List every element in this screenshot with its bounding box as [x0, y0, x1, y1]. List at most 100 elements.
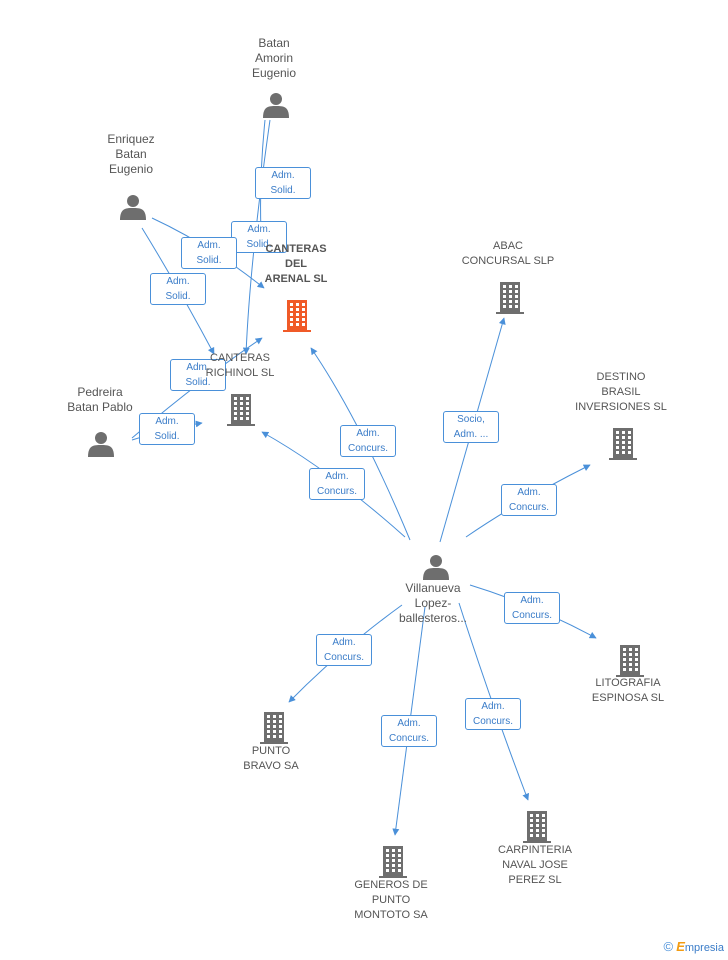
- node-label-line: ABAC: [493, 240, 523, 252]
- edge-label-line: Adm.: [325, 471, 349, 482]
- empresia-logo-text: mpresia: [684, 942, 724, 954]
- edge-label-line: Adm. ...: [453, 429, 489, 440]
- edge-label-enriquez_batan-to-canteras_arenal[interactable]: Adm. Solid.: [181, 237, 237, 269]
- edge-label-line: Concurs.: [508, 502, 549, 513]
- building-icon-canteras_richinol[interactable]: [227, 394, 255, 426]
- edge-label-villanueva-to-punto_bravo[interactable]: Adm. Concurs.: [316, 634, 372, 666]
- edge-label-line: Adm.: [356, 428, 380, 439]
- edge-label-line: Concurs.: [472, 716, 513, 727]
- node-label-line: Batan Pablo: [67, 400, 133, 414]
- building-icon-abac[interactable]: [496, 282, 524, 314]
- copyright-icon: ©: [663, 939, 674, 954]
- edge-label-pedreira_batan-to-canteras_arenal[interactable]: Adm. Solid.: [170, 359, 226, 391]
- node-label-line: GENEROS DE: [354, 879, 428, 891]
- node-label-line: PEREZ SL: [508, 874, 562, 886]
- node-label-line: Enriquez: [107, 132, 155, 146]
- edge-label-line: Solid.: [165, 291, 191, 302]
- node-label-litografia[interactable]: LITOGRAFIA ESPINOSA SL: [578, 676, 678, 706]
- edge-label-line: Adm.: [397, 718, 421, 729]
- node-label-line: BRAVO SA: [243, 760, 299, 772]
- edge-label-line: Adm.: [186, 362, 210, 373]
- edge-label-line: Adm.: [197, 240, 221, 251]
- edge-label-batan_amorin-to-canteras_arenal[interactable]: Adm. Solid.: [255, 167, 311, 199]
- building-icon-canteras_arenal[interactable]: [283, 300, 311, 332]
- person-icon-batan_amorin[interactable]: [263, 93, 289, 118]
- node-label-line: Pedreira: [77, 385, 123, 399]
- node-label-line: CARPINTERIA: [498, 844, 572, 856]
- building-icon-destino[interactable]: [609, 428, 637, 460]
- node-label-destino[interactable]: DESTINO BRASIL INVERSIONES SL: [571, 370, 671, 415]
- node-label-line: Eugenio: [108, 162, 154, 176]
- node-label-line: Villanueva: [405, 581, 461, 595]
- node-label-carpinteria[interactable]: CARPINTERIA NAVAL JOSE PEREZ SL: [485, 843, 585, 888]
- node-label-line: Eugenio: [251, 66, 297, 80]
- node-label-line: CONCURSAL SLP: [461, 255, 555, 267]
- building-icon-litografia[interactable]: [616, 645, 644, 677]
- person-icon-enriquez_batan[interactable]: [120, 195, 146, 220]
- edge-label-line: Solid.: [185, 377, 211, 388]
- node-label-line: Lopez-: [414, 596, 452, 610]
- edge-label-line: Adm.: [166, 276, 190, 287]
- edge-label-line: Adm.: [332, 637, 356, 648]
- edge-label-line: Socio,: [457, 414, 485, 425]
- node-label-line: Amorin: [254, 51, 293, 65]
- building-icon-punto_bravo[interactable]: [260, 712, 288, 744]
- edge-label-villanueva-to-canteras_richinol[interactable]: Adm. Concurs.: [309, 468, 365, 500]
- node-label-line: PUNTO: [371, 894, 411, 906]
- person-icon-villanueva[interactable]: [423, 555, 449, 580]
- edge-label-line: Adm.: [517, 487, 541, 498]
- node-label-canteras_arenal[interactable]: CANTERAS DEL ARENAL SL: [251, 242, 341, 287]
- node-label-line: ballesteros...: [398, 611, 468, 625]
- node-label-line: Batan: [115, 147, 147, 161]
- edge-label-villanueva-to-carpinteria[interactable]: Adm. Concurs.: [465, 698, 521, 730]
- edge-label-line: Concurs.: [388, 733, 429, 744]
- node-label-line: CANTERAS: [210, 352, 270, 364]
- node-label-punto_bravo[interactable]: PUNTO BRAVO SA: [226, 744, 316, 774]
- edge-label-villanueva-to-canteras_arenal[interactable]: Adm. Concurs.: [340, 425, 396, 457]
- node-label-line: MONTOTO SA: [354, 909, 428, 921]
- edge-label-enriquez_batan-to-canteras_richinol[interactable]: Adm. Solid.: [150, 273, 206, 305]
- node-label-line: BRASIL: [601, 386, 641, 398]
- node-label-line: NAVAL JOSE: [502, 859, 568, 871]
- node-label-canteras_richinol[interactable]: CANTERAS RICHINOL SL: [185, 351, 295, 381]
- node-label-generos[interactable]: GENEROS DE PUNTO MONTOTO SA: [341, 878, 441, 923]
- node-label-line: Batan: [258, 36, 290, 50]
- edge-label-pedreira_batan-to-canteras_richinol[interactable]: Adm. Solid.: [139, 413, 195, 445]
- edge-label-villanueva-to-destino[interactable]: Adm. Concurs.: [501, 484, 557, 516]
- edge-label-line: Concurs.: [511, 610, 552, 621]
- node-label-abac[interactable]: ABAC CONCURSAL SLP: [458, 239, 558, 269]
- node-label-line: ESPINOSA SL: [591, 692, 665, 704]
- node-label-line: ARENAL SL: [264, 273, 328, 285]
- node-label-line: DEL: [285, 258, 307, 270]
- edge-label-line: Concurs.: [347, 443, 388, 454]
- person-icon-pedreira_batan[interactable]: [88, 432, 114, 457]
- node-label-line: LITOGRAFIA: [595, 677, 661, 689]
- edge-label-line: Solid.: [196, 255, 222, 266]
- edge-label-line: Adm.: [247, 224, 271, 235]
- node-label-line: RICHINOL SL: [205, 367, 275, 379]
- node-label-line: PUNTO: [251, 745, 291, 757]
- edge-label-villanueva-to-litografia[interactable]: Adm. Concurs.: [504, 592, 560, 624]
- brand-watermark: © Empresia: [664, 939, 724, 954]
- node-label-line: INVERSIONES SL: [575, 401, 667, 413]
- edge-label-line: Adm.: [271, 170, 295, 181]
- edge-label-line: Adm.: [481, 701, 505, 712]
- empresia-logo-initial: E: [676, 939, 685, 954]
- edge-label-line: Concurs.: [316, 486, 357, 497]
- edge-label-line: Solid.: [246, 239, 272, 250]
- edge-label-line: Adm.: [520, 595, 544, 606]
- building-icon-carpinteria[interactable]: [523, 811, 551, 843]
- edge-label-line: Adm.: [155, 416, 179, 427]
- building-icon-generos[interactable]: [379, 846, 407, 878]
- edge-label-villanueva-to-abac[interactable]: Socio, Adm. ...: [443, 411, 499, 443]
- edge-label-villanueva-to-generos[interactable]: Adm. Concurs.: [381, 715, 437, 747]
- node-label-line: CANTERAS: [265, 243, 327, 255]
- edge-label-line: Solid.: [270, 185, 296, 196]
- node-label-line: DESTINO: [596, 371, 646, 383]
- edge-label-line: Solid.: [154, 431, 180, 442]
- edge-label-line: Concurs.: [323, 652, 364, 663]
